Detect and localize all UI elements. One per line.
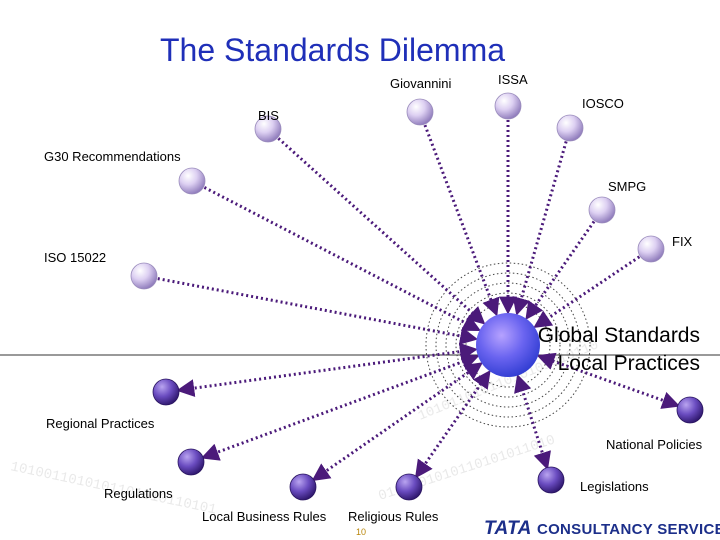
- page-number: 10: [356, 527, 367, 537]
- node-regulations-icon: [177, 448, 205, 476]
- logo-brand: TATA: [484, 518, 532, 539]
- arrow-religious-rules: [414, 369, 491, 479]
- label-giovannini: Giovannini: [390, 76, 452, 91]
- arrow-g30-recommendations: [203, 186, 482, 331]
- arrow-bis: [277, 137, 486, 325]
- label-smpg: SMPG: [608, 179, 647, 194]
- label-local-business-rules: Local Business Rules: [202, 509, 327, 524]
- arrow-fix: [533, 255, 641, 329]
- arrow-iosco: [512, 141, 568, 316]
- label-iso-15022: ISO 15022: [44, 250, 107, 265]
- label-national-policies: National Policies: [606, 437, 703, 452]
- node-local-business-rules-icon: [289, 473, 317, 501]
- page-title: The Standards Dilemma: [160, 32, 506, 68]
- node-iso-15022-icon: [130, 262, 158, 290]
- arrow-national-policies: [536, 352, 681, 409]
- center-label: Global Standards Local Practices: [480, 322, 700, 378]
- label-fix: FIX: [672, 234, 693, 249]
- logo-rest: CONSULTANCY SERVICES: [536, 521, 720, 538]
- arrow-giovannini: [423, 124, 500, 317]
- node-iosco-icon: [556, 114, 584, 142]
- global-standards-node-icon: [476, 313, 540, 377]
- arrow-local-business-rules: [311, 362, 484, 482]
- arrow-smpg: [525, 220, 596, 321]
- arrow-legislations: [514, 373, 551, 471]
- label-religious-rules: Religious Rules: [348, 509, 439, 524]
- label-legislations: Legislations: [580, 479, 649, 494]
- center-label-line2: Local Practices: [557, 352, 700, 375]
- label-regulations: Regulations: [104, 486, 173, 501]
- label-bis: BIS: [258, 108, 279, 123]
- node-giovannini-icon: [406, 98, 434, 126]
- node-legislations-icon: [537, 466, 565, 494]
- tcs-logo: TATA CONSULTANCY SERVICES: [484, 518, 720, 540]
- node-national-policies-icon: [676, 396, 704, 424]
- arrow-iso-15022: [157, 277, 479, 345]
- node-issa-icon: [494, 92, 522, 120]
- label-issa: ISSA: [498, 72, 528, 87]
- node-g30-recommendations-icon: [178, 167, 206, 195]
- node-bis-icon: [254, 115, 282, 143]
- node-regional-practices-icon: [152, 378, 180, 406]
- label-g30-recommendations: G30 Recommendations: [44, 149, 181, 164]
- center-label-line1: Global Standards: [537, 324, 700, 347]
- node-fix-icon: [637, 235, 665, 263]
- node-religious-rules-icon: [395, 473, 423, 501]
- arrows: [157, 120, 681, 482]
- node-smpg-icon: [588, 196, 616, 224]
- label-regional-practices: Regional Practices: [46, 416, 155, 431]
- label-iosco: IOSCO: [582, 96, 624, 111]
- arrow-regional-practices: [176, 342, 478, 398]
- nodes: [130, 92, 704, 501]
